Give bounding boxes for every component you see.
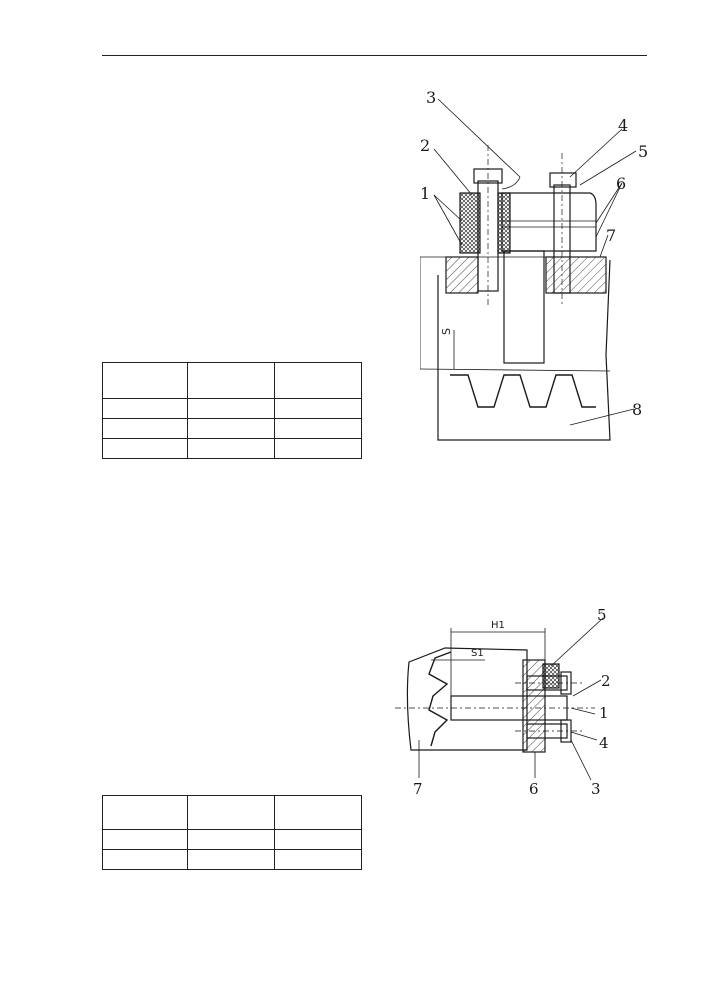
clamp-body — [501, 192, 597, 252]
table-row — [102, 829, 362, 850]
callout-4: 4 — [618, 116, 628, 135]
pad-right — [497, 192, 511, 254]
table-cell — [102, 398, 188, 419]
callout-6: 6 — [616, 174, 626, 193]
table-cell — [102, 438, 188, 459]
table-cell — [274, 829, 362, 850]
callout-3: 3 — [426, 88, 436, 107]
figure-2-drawing: 1 2 3 4 5 6 7 H1 S1 — [395, 606, 611, 798]
callout-2: 2 — [420, 136, 430, 155]
table-row — [102, 362, 362, 399]
dim-h1-label: H1 — [491, 620, 505, 631]
table-cell — [274, 849, 362, 870]
dim-s-label: S — [440, 328, 453, 335]
callout-5: 5 — [597, 606, 607, 624]
table-cell — [187, 398, 275, 419]
table-2 — [102, 795, 362, 870]
bolt-head-right — [549, 172, 577, 188]
table-cell — [274, 795, 362, 830]
header-rule — [102, 55, 647, 56]
central-pin — [503, 250, 545, 364]
table-cell — [102, 795, 188, 830]
pitch-line — [420, 368, 611, 372]
table-cell — [274, 398, 362, 419]
callout-4: 4 — [599, 734, 609, 752]
callout-6: 6 — [529, 780, 539, 798]
table-row — [102, 418, 362, 439]
table-cell — [187, 849, 275, 870]
table-cell — [102, 418, 188, 439]
table-cell — [274, 438, 362, 459]
callout-1: 1 — [599, 704, 609, 722]
gear-body-outline — [437, 259, 611, 441]
table-cell — [187, 438, 275, 459]
table-row — [102, 438, 362, 459]
table-cell — [274, 362, 362, 399]
gear-teeth — [450, 374, 596, 408]
gear-teeth-2 — [428, 651, 452, 747]
gear-body-outline-2 — [406, 647, 528, 751]
table-cell — [102, 829, 188, 850]
callout-7: 7 — [413, 780, 423, 798]
table-cell — [187, 418, 275, 439]
table-cell — [102, 362, 188, 399]
table-cell — [187, 795, 275, 830]
hatched-section-left — [445, 256, 479, 294]
table-cell — [187, 362, 275, 399]
callout-2: 2 — [601, 672, 611, 690]
table-row — [102, 795, 362, 830]
pad-left — [459, 192, 481, 254]
hatched-section-right — [545, 256, 607, 294]
figure-1-drawing: 1 2 3 4 5 6 7 8 H S — [420, 88, 648, 441]
callout-3: 3 — [591, 780, 601, 798]
table-cell — [187, 829, 275, 850]
table-1 — [102, 362, 362, 459]
table-row — [102, 849, 362, 870]
dim-s1-label: S1 — [471, 648, 484, 659]
table-cell — [274, 418, 362, 439]
callout-5: 5 — [638, 142, 648, 161]
callout-8: 8 — [632, 400, 642, 419]
callout-1: 1 — [420, 184, 430, 203]
table-row — [102, 398, 362, 419]
table-cell — [102, 849, 188, 870]
callout-7: 7 — [606, 226, 616, 245]
